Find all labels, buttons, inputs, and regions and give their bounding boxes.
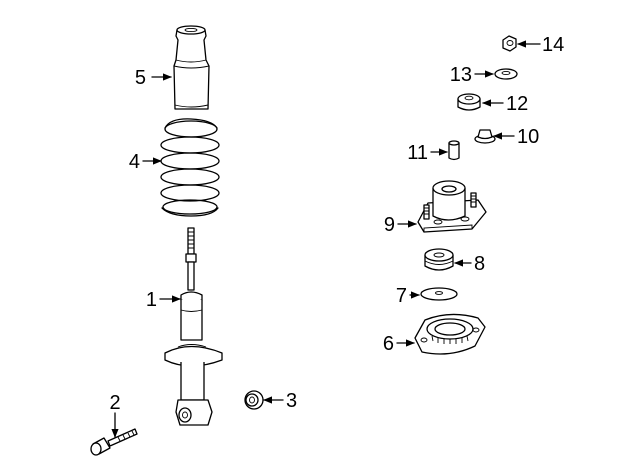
callout-12: 12 xyxy=(506,93,528,115)
dust-boot-icon xyxy=(173,25,210,110)
washer-icon xyxy=(420,287,458,301)
callout-6: 6 xyxy=(383,333,394,355)
callout-7: 7 xyxy=(396,285,407,307)
callout-labels: 5 4 1 2 3 14 13 12 10 11 9 8 7 6 xyxy=(109,34,564,414)
callout-8: 8 xyxy=(474,253,485,275)
callout-3: 3 xyxy=(286,390,297,412)
coil-spring-icon xyxy=(160,118,220,217)
shock-absorber-icon xyxy=(164,227,223,426)
callout-13: 13 xyxy=(450,64,472,86)
washer-icon xyxy=(494,68,518,80)
strut-mount-icon xyxy=(417,180,487,233)
callout-14: 14 xyxy=(542,34,564,56)
spring-seat-icon xyxy=(414,313,486,355)
callout-1: 1 xyxy=(146,289,157,311)
sleeve-icon xyxy=(448,140,460,161)
callout-10: 10 xyxy=(517,126,539,148)
cushion-icon xyxy=(457,93,481,111)
callout-4: 4 xyxy=(129,151,140,173)
leader-lines xyxy=(111,40,541,438)
callout-11: 11 xyxy=(407,142,428,164)
callout-5: 5 xyxy=(135,67,146,89)
bolt-icon xyxy=(90,428,138,456)
bushing-icon xyxy=(244,390,264,410)
nut-icon xyxy=(474,129,496,144)
callout-2: 2 xyxy=(109,392,120,414)
bump-stop-icon xyxy=(424,248,454,271)
callout-9: 9 xyxy=(384,214,395,236)
nut-icon xyxy=(502,35,517,52)
